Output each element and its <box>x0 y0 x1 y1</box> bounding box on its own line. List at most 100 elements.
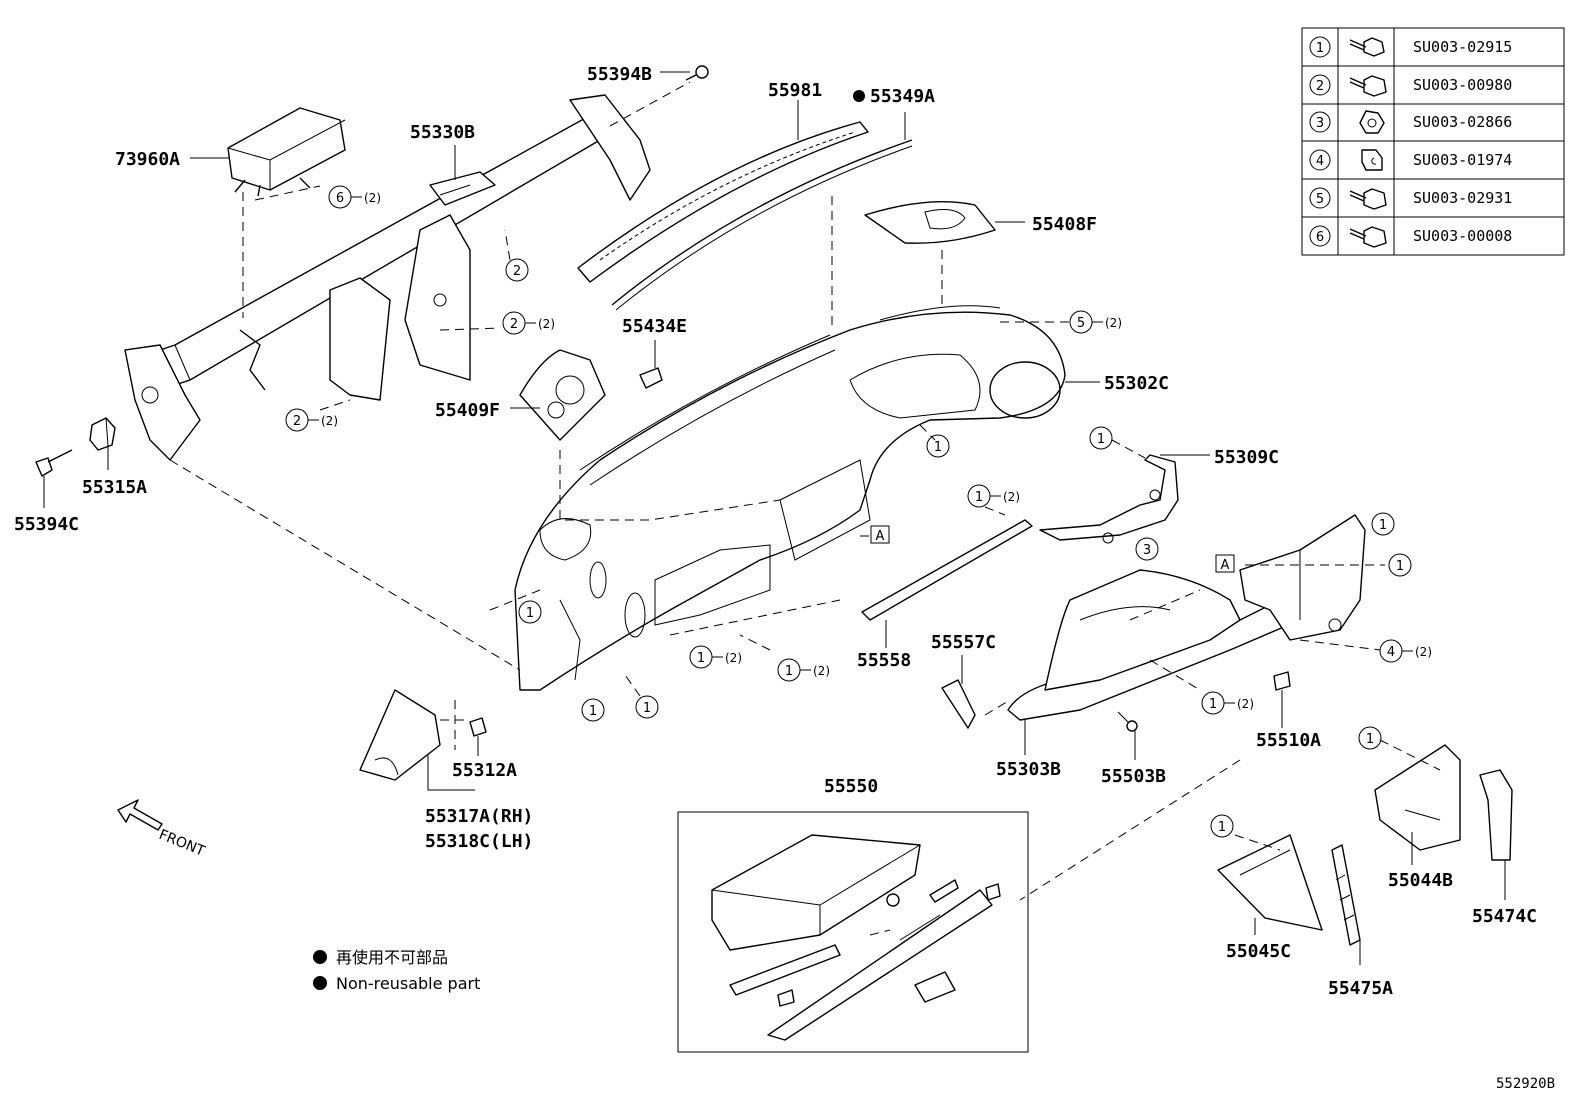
svg-text:5: 5 <box>1077 316 1085 331</box>
bolt-55394B-illustration <box>685 65 709 81</box>
fastener-part-number: SU003-00980 <box>1413 76 1512 94</box>
part-label-55330B: 55330B <box>410 122 475 143</box>
part-label-55474C: 55474C <box>1472 906 1537 927</box>
svg-text:(2): (2) <box>1237 697 1254 711</box>
part-label-55315A: 55315A <box>82 477 147 498</box>
clip-icon <box>1361 149 1383 171</box>
svg-text:1: 1 <box>934 440 942 455</box>
reinforcement-beam-illustration <box>124 94 651 461</box>
callout: 2 (2) <box>502 311 555 335</box>
strip-55558-illustration <box>861 519 1033 621</box>
part-label-55317A: 55317A(RH) <box>425 806 533 827</box>
part-label-55303B: 55303B <box>996 759 1061 780</box>
svg-text:(2): (2) <box>1105 316 1122 330</box>
fastener-row: 3 SU003-02866 <box>1309 110 1512 134</box>
side-panel-55409F-illustration <box>519 349 606 441</box>
part-label-55409F: 55409F <box>435 400 500 421</box>
part-label-55558: 55558 <box>857 650 911 671</box>
part-label-55045C: 55045C <box>1226 941 1291 962</box>
svg-text:(2): (2) <box>321 414 338 428</box>
callout: 6 (2) <box>328 185 381 209</box>
callout: 1 <box>1388 553 1412 577</box>
svg-text:1: 1 <box>1379 518 1387 533</box>
svg-text:(2): (2) <box>1415 645 1432 659</box>
fastener-ref: 3 <box>1316 116 1324 131</box>
svg-text:A: A <box>1221 558 1230 573</box>
leader-lines <box>43 71 1506 965</box>
svg-text:1: 1 <box>1396 559 1404 574</box>
bolt-55394C-illustration <box>35 449 73 477</box>
bracket-55315A-illustration <box>89 417 116 451</box>
svg-text:(2): (2) <box>1003 490 1020 504</box>
assembly-lines <box>169 81 1441 936</box>
bolt-icon <box>1349 226 1387 248</box>
svg-text:1: 1 <box>1218 820 1226 835</box>
legend: 再使用不可部品 Non-reusable part <box>313 948 480 993</box>
svg-text:6: 6 <box>336 191 344 206</box>
svg-text:(2): (2) <box>725 651 742 665</box>
svg-text:1: 1 <box>643 701 651 716</box>
fastener-ref: 5 <box>1316 192 1324 207</box>
front-label: FRONT <box>157 827 208 860</box>
nut-icon <box>1359 110 1385 134</box>
part-label-55044B: 55044B <box>1388 870 1453 891</box>
callout: 3 <box>1135 537 1159 561</box>
fastener-ref: 1 <box>1316 41 1324 56</box>
fastener-ref: 2 <box>1316 79 1324 94</box>
part-label-55309C: 55309C <box>1214 447 1279 468</box>
svg-text:(2): (2) <box>813 664 830 678</box>
bolt-icon <box>1349 188 1387 210</box>
part-labels: 55394B 73960A 55330B 55981 55349A 55408F… <box>14 64 1555 1092</box>
part-label-55318C: 55318C(LH) <box>425 831 533 852</box>
non-reusable-dot-icon <box>853 90 865 102</box>
callout: 1 <box>518 600 542 624</box>
fastener-row: 5 SU003-02931 <box>1309 187 1512 210</box>
part-label-55510A: 55510A <box>1256 730 1321 751</box>
svg-text:1: 1 <box>1366 732 1374 747</box>
svg-text:2: 2 <box>510 317 518 332</box>
fastener-part-number: SU003-02866 <box>1413 113 1512 131</box>
non-reusable-dot-icon <box>313 976 327 990</box>
reference-box-a: A <box>1215 554 1235 573</box>
front-direction-arrow: FRONT <box>117 799 208 860</box>
legend-english: Non-reusable part <box>336 974 480 993</box>
part-label-55349A: 55349A <box>870 86 935 107</box>
part-label-55394B: 55394B <box>587 64 652 85</box>
callout: 1 <box>1358 726 1382 750</box>
callout: 2 <box>504 229 529 282</box>
callout: 1 <box>926 434 950 458</box>
part-label-55302C: 55302C <box>1104 373 1169 394</box>
bracket-55309C-illustration <box>1039 454 1179 544</box>
svg-text:1: 1 <box>1209 697 1217 712</box>
panel-55474C-illustration <box>1479 769 1513 861</box>
part-label-55394C: 55394C <box>14 514 79 535</box>
fastener-table: 1 SU003-02915 2 SU003-00980 3 <box>1301 27 1565 256</box>
svg-text:1: 1 <box>526 606 534 621</box>
callout: 1 <box>1210 814 1234 838</box>
reference-box-a: A <box>870 525 890 544</box>
panel-55045C-illustration <box>1217 834 1323 931</box>
fastener-part-number: SU003-00008 <box>1413 227 1512 245</box>
callout: 1 (2) <box>689 645 742 669</box>
callout: 5 (2) <box>1069 310 1122 334</box>
callout: 4 (2) <box>1379 639 1432 663</box>
svg-text:1: 1 <box>785 664 793 679</box>
svg-text:2: 2 <box>293 414 301 429</box>
callout: 1 <box>624 674 659 719</box>
svg-text:A: A <box>876 529 885 544</box>
bolt-icon <box>1349 75 1387 97</box>
clip-55434E-illustration <box>639 367 663 389</box>
instrument-panel-illustration <box>514 305 1066 691</box>
part-label-55434E: 55434E <box>622 316 687 337</box>
callout: 1 <box>581 698 605 722</box>
part-label-73960A: 73960A <box>115 149 180 170</box>
callout: 1 (2) <box>739 634 830 682</box>
svg-text:1: 1 <box>589 704 597 719</box>
fastener-row: 2 SU003-00980 <box>1309 74 1512 97</box>
callouts: 6 (2) 2 2 (2) 2 (2) 5 (2) <box>285 185 1432 838</box>
callout: 1 <box>1089 426 1146 459</box>
pin-55503B-illustration <box>1117 711 1138 732</box>
part-label-55503B: 55503B <box>1101 766 1166 787</box>
svg-text:4: 4 <box>1387 645 1395 660</box>
fastener-ref: 4 <box>1316 154 1324 169</box>
